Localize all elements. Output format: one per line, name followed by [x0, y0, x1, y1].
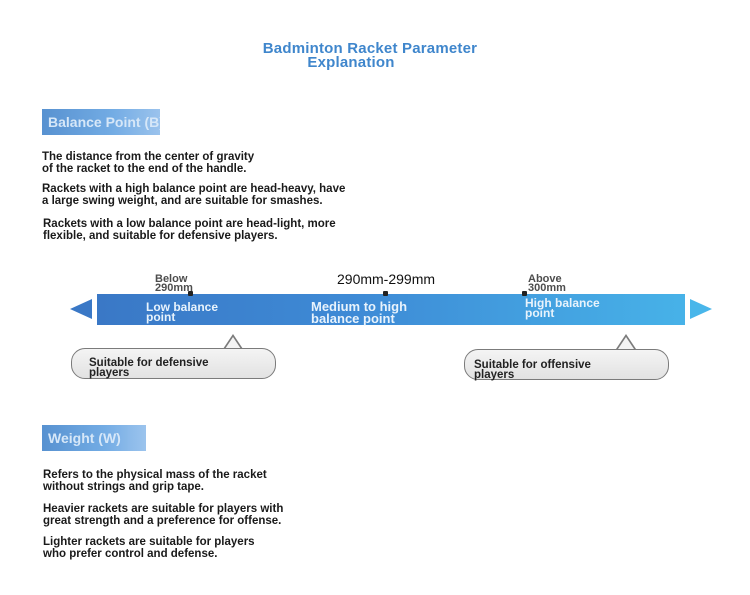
- balance-scale-bar: [97, 294, 685, 325]
- callout-defensive: [71, 348, 276, 379]
- balance-point-heading: Balance Point (B): [42, 109, 160, 135]
- arrow-left-icon: [70, 299, 92, 319]
- callout-offensive-pointer-fill: [618, 337, 634, 349]
- callout-offensive: [464, 349, 669, 380]
- scale-marker-middle: [383, 291, 388, 296]
- low-balance-label: Low balance point: [146, 300, 219, 324]
- title-line-2: Explanation: [307, 54, 395, 71]
- callout-defensive-text: Suitable for defensive players: [89, 357, 209, 379]
- callout-defensive-pointer-fill: [225, 337, 241, 349]
- weight-light-description: Lighter rackets are suitable for players…: [43, 536, 255, 560]
- range-middle-label: 290mm-299mm: [337, 271, 436, 287]
- balance-low-description: Rackets with a low balance point are hea…: [43, 218, 336, 242]
- balance-high-description: Rackets with a high balance point are he…: [42, 183, 346, 207]
- arrow-right-icon: [690, 299, 712, 319]
- page-title: Badminton Racket Parameter Explanation: [0, 40, 740, 71]
- scale-marker-left: [188, 291, 193, 296]
- weight-definition: Refers to the physical mass of the racke…: [43, 469, 267, 493]
- balance-definition: The distance from the center of gravity …: [42, 151, 255, 175]
- scale-marker-right: [522, 291, 527, 296]
- callout-offensive-text: Suitable for offensive players: [474, 359, 591, 381]
- range-below-label: Below 290mm: [155, 273, 193, 294]
- medium-balance-label: Medium to high balance point: [311, 299, 408, 326]
- high-balance-label: High balance point: [525, 296, 600, 320]
- title-line-1: Badminton Racket Parameter: [262, 40, 478, 57]
- weight-heavy-description: Heavier rackets are suitable for players…: [43, 503, 284, 527]
- range-above-label: Above 300mm: [528, 273, 566, 294]
- weight-heading: Weight (W): [42, 425, 146, 451]
